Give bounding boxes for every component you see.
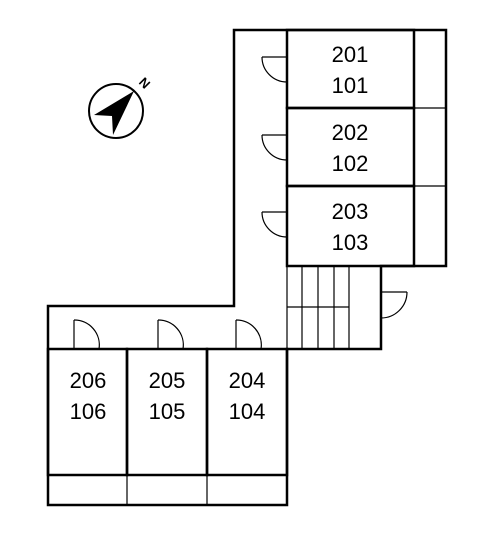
unit-203-room [285,184,416,268]
door-202 [261,134,288,161]
unit-204-room [205,347,289,477]
door-205 [157,319,184,350]
unit-204-label: 204 [229,368,266,393]
unit-106-label: 106 [70,399,107,424]
door-206 [73,319,100,350]
unit-203-label: 203 [332,199,369,224]
door-201 [261,56,288,83]
south-wing [46,347,289,505]
staircase [286,265,350,349]
unit-103-label: 103 [332,230,369,255]
door-203 [261,211,288,238]
unit-105-label: 105 [149,399,186,424]
unit-labels: 201 101 202 102 203 103 206 106 205 105 … [70,42,369,424]
door-stair-exit [380,291,408,319]
unit-104-label: 104 [229,399,266,424]
door-204 [235,319,262,350]
building-outline [46,28,448,507]
unit-205-label: 205 [149,368,186,393]
unit-101-label: 101 [332,73,369,98]
unit-201-label: 201 [332,42,369,67]
doors [73,56,408,350]
unit-206-label: 206 [70,368,107,393]
north-wing [285,28,446,268]
unit-202-label: 202 [332,120,369,145]
unit-102-label: 102 [332,151,369,176]
compass-north-label: N [136,74,153,91]
north-arrow-icon: N [88,74,153,139]
